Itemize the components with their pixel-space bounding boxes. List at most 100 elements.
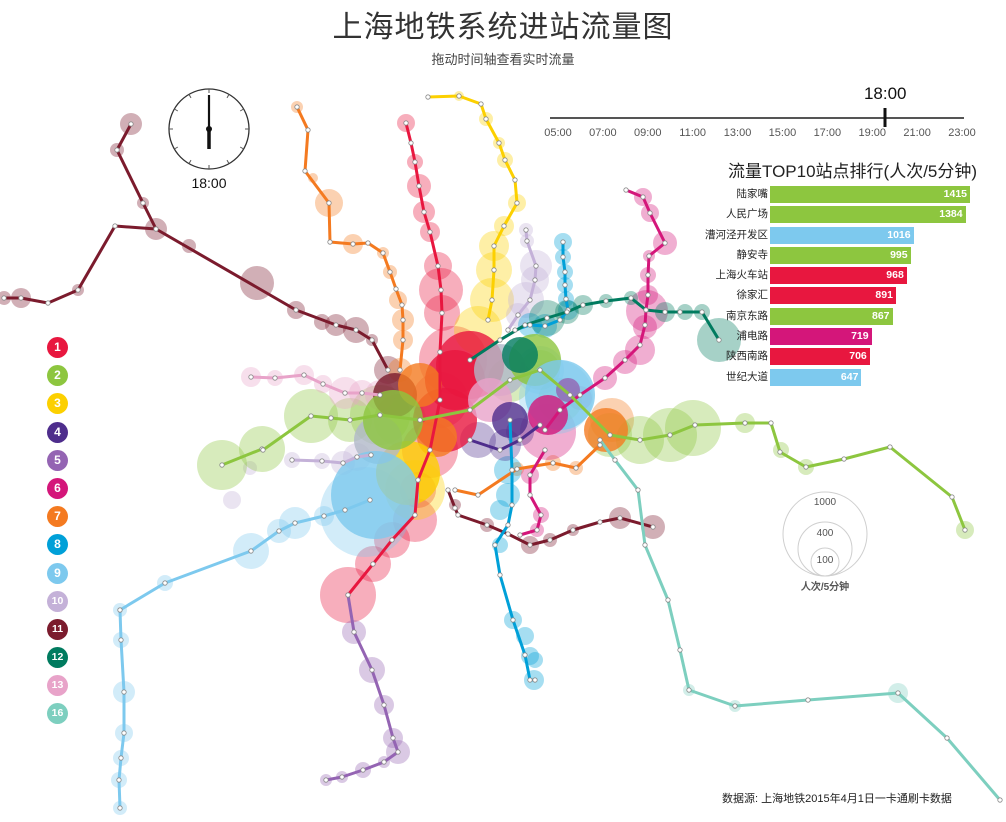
timeline-track[interactable] (550, 117, 964, 119)
station-bubble[interactable] (508, 282, 544, 318)
ranking-bar: 719 (770, 328, 872, 346)
station-dot (417, 417, 423, 423)
station-dot (117, 805, 123, 811)
station-dot (542, 447, 548, 453)
legend-line-3[interactable]: 3 (47, 393, 68, 415)
station-dot (489, 297, 495, 303)
station-dot (381, 702, 387, 708)
legend-line-13[interactable]: 13 (47, 675, 68, 697)
station-dot (320, 381, 326, 387)
timeline-current-time: 18:00 (863, 84, 907, 103)
station-dot (353, 327, 359, 333)
legend-line-12[interactable]: 12 (47, 647, 68, 669)
legend-line-10[interactable]: 10 (47, 590, 68, 612)
legend-line-6[interactable]: 6 (47, 477, 68, 499)
station-dot (512, 177, 518, 183)
station-dot (485, 317, 491, 323)
station-dot (445, 487, 451, 493)
station-dot (121, 689, 127, 695)
ranking-bar: 1415 (770, 186, 970, 203)
page-title: 上海地铁系统进站流量图 (332, 11, 674, 44)
station-dot (617, 515, 623, 521)
bubble-size-legend: 1000 400 100 人次/5分钟 (770, 490, 880, 593)
station-dot (533, 263, 539, 269)
hub-station-bubble[interactable] (363, 390, 423, 450)
station-dot (612, 457, 618, 463)
timeline-handle[interactable] (883, 108, 887, 127)
station-dot (527, 542, 533, 548)
station-dot (118, 637, 124, 643)
station-dot (562, 269, 568, 275)
ranking-station-name: 世纪大道 (726, 370, 768, 383)
station-dot (527, 677, 533, 683)
station-dot (532, 277, 538, 283)
station-dot (368, 452, 374, 458)
station-dot (597, 437, 603, 443)
station-bubble[interactable] (665, 400, 721, 456)
legend-line-4[interactable]: 4 (47, 421, 68, 443)
station-dot (527, 297, 533, 303)
station-bubble[interactable] (496, 483, 520, 507)
hub-station-bubble[interactable] (417, 417, 457, 457)
station-bubble[interactable] (625, 335, 655, 365)
timeline-tick-label: 07:00 (589, 127, 617, 139)
station-bubble[interactable] (527, 652, 543, 668)
legend-line-1[interactable]: 1 (47, 337, 68, 358)
legend-line-2[interactable]: 2 (47, 365, 68, 387)
clock-icon (168, 88, 250, 170)
ranking-value: 867 (872, 309, 890, 322)
station-dot (699, 309, 705, 315)
station-dot (467, 437, 473, 443)
station-dot (342, 390, 348, 396)
station-dot (534, 527, 540, 533)
station-dot (467, 407, 473, 413)
station-dot (537, 367, 543, 373)
station-dot (248, 548, 254, 554)
station-dot (319, 458, 325, 464)
ranking-bar: 968 (770, 267, 907, 285)
station-dot (437, 397, 443, 403)
ranking-value: 719 (851, 330, 869, 343)
station-dot (333, 322, 339, 328)
size-legend-400: 400 (816, 528, 834, 539)
station-bubble[interactable] (494, 456, 522, 484)
station-dot (628, 295, 634, 301)
timeline-tick-label: 05:00 (544, 127, 572, 139)
legend-line-16[interactable]: 16 (47, 703, 68, 725)
station-dot (677, 309, 683, 315)
station-dot (643, 307, 649, 313)
station-dot (289, 457, 295, 463)
station-dot (381, 759, 387, 765)
legend-line-5[interactable]: 5 (47, 449, 68, 471)
legend-line-9[interactable]: 9 (47, 562, 68, 584)
station-dot (377, 412, 383, 418)
hub-station-bubble[interactable] (556, 378, 580, 402)
station-dot (547, 537, 553, 543)
station-bubble[interactable] (223, 491, 241, 509)
station-dot (502, 157, 508, 163)
station-dot (326, 200, 332, 206)
station-dot (645, 272, 651, 278)
station-dot (421, 209, 427, 215)
legend-line-8[interactable]: 8 (47, 534, 68, 556)
hub-station-bubble[interactable] (331, 451, 419, 539)
ranking-station-name: 浦电路 (736, 330, 769, 343)
station-bubble[interactable] (490, 500, 510, 520)
station-dot (642, 322, 648, 328)
legend-line-11[interactable]: 11 (47, 618, 68, 640)
hub-station-bubble[interactable] (502, 337, 538, 373)
legend-line-7[interactable]: 7 (47, 506, 68, 528)
station-dot (557, 407, 563, 413)
ranking-row[interactable]: 浦电路 719 (690, 328, 1000, 346)
station-bubble[interactable] (243, 461, 257, 475)
